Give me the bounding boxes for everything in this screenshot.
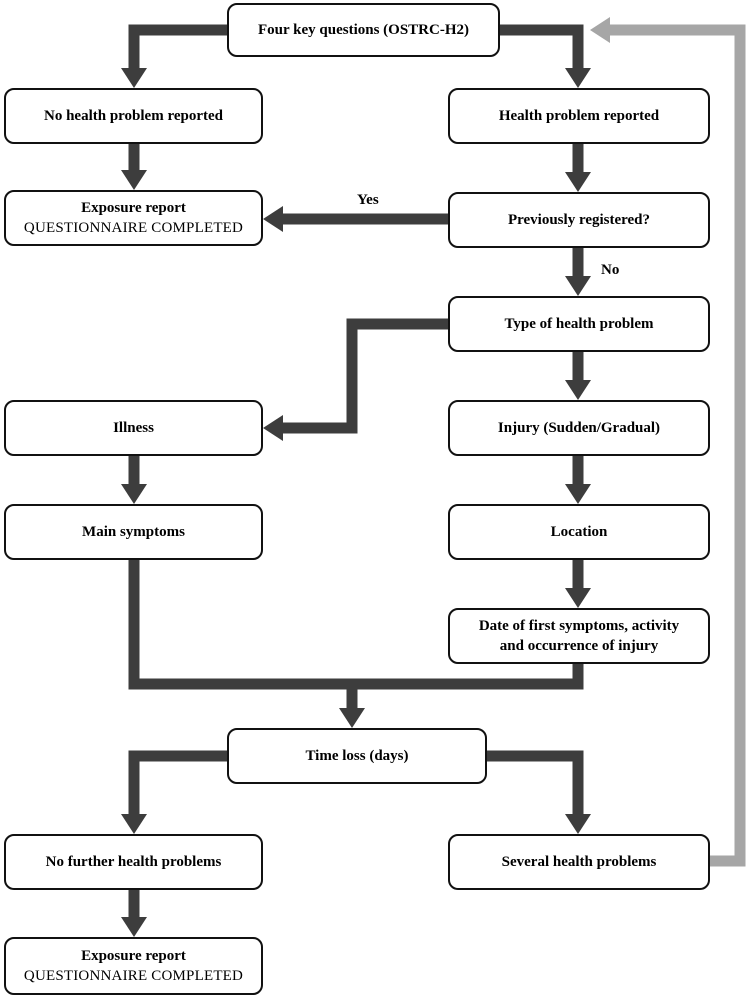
edge-start-to-problem-arrowhead (565, 68, 591, 88)
node-location-label: Location (550, 523, 608, 540)
edge-timeloss-to-no-further-arrowhead (121, 814, 147, 834)
node-exposure-report-2: Exposure report QUESTIONNAIRE COMPLETED (4, 937, 263, 995)
edge-several-to-start (608, 24, 746, 867)
edge-label-yes: Yes (357, 192, 379, 208)
edge-illness-to-symptoms-arrowhead (121, 484, 147, 504)
edge-injury-to-location-arrowhead (565, 484, 591, 504)
edge-location-to-date-arrowhead (565, 588, 591, 608)
node-four-key-questions-label: Four key questions (OSTRC-H2) (258, 21, 469, 38)
edge-registered-no-arrowhead (565, 276, 591, 296)
node-time-loss-label: Time loss (days) (305, 747, 409, 764)
edge-problem-to-registered-arrowhead (565, 172, 591, 192)
edge-registered-yes-arrowhead (263, 206, 283, 232)
node-illness: Illness (4, 400, 263, 456)
node-location: Location (448, 504, 710, 560)
exposure-report-1-title: Exposure report (81, 199, 186, 216)
edge-date-merge (352, 664, 584, 690)
node-exposure-report-1: Exposure report QUESTIONNAIRE COMPLETED (4, 190, 263, 246)
edge-start-to-no-problem-arrowhead (121, 68, 147, 88)
node-main-symptoms: Main symptoms (4, 504, 263, 560)
edge-timeloss-to-several (487, 750, 584, 816)
edge-type-to-injury-arrowhead (565, 380, 591, 400)
node-no-health-problem-label: No health problem reported (43, 107, 224, 124)
edge-timeloss-to-several-arrowhead (565, 814, 591, 834)
node-time-loss: Time loss (days) (227, 728, 487, 784)
node-date-of-first-symptoms-label: Date of first symptoms, activity and occ… (478, 617, 680, 654)
edge-timeloss-to-no-further (128, 750, 227, 816)
edge-type-to-illness (281, 318, 448, 434)
exposure-report-2-subtitle: QUESTIONNAIRE COMPLETED (23, 968, 244, 984)
edge-symptoms-merge (128, 560, 352, 690)
node-no-health-problem: No health problem reported (4, 88, 263, 144)
node-illness-label: Illness (113, 419, 154, 436)
edge-merge-to-timeloss-arrowhead (339, 708, 365, 728)
node-no-further-problems-label: No further health problems (45, 853, 222, 870)
exposure-report-2-title: Exposure report (81, 947, 186, 964)
edge-several-to-start-arrowhead (590, 17, 610, 43)
node-four-key-questions: Four key questions (OSTRC-H2) (227, 3, 500, 57)
node-previously-registered: Previously registered? (448, 192, 710, 248)
node-previously-registered-label: Previously registered? (507, 211, 651, 228)
edge-start-to-no-problem (128, 24, 227, 70)
edge-no-further-to-exposure-arrowhead (121, 917, 147, 937)
node-type-of-health-problem-label: Type of health problem (504, 315, 654, 332)
node-type-of-health-problem: Type of health problem (448, 296, 710, 352)
edge-no-problem-to-exposure-arrowhead (121, 170, 147, 190)
edge-type-to-illness-arrowhead (263, 415, 283, 441)
edge-label-no: No (601, 262, 620, 278)
node-health-problem-label: Health problem reported (498, 107, 660, 124)
node-no-further-problems: No further health problems (4, 834, 263, 890)
exposure-report-1-subtitle: QUESTIONNAIRE COMPLETED (23, 220, 244, 236)
node-injury: Injury (Sudden/Gradual) (448, 400, 710, 456)
edge-start-to-problem (500, 24, 584, 70)
node-injury-label: Injury (Sudden/Gradual) (497, 419, 661, 436)
node-several-problems: Several health problems (448, 834, 710, 890)
node-date-of-first-symptoms: Date of first symptoms, activity and occ… (448, 608, 710, 664)
node-health-problem: Health problem reported (448, 88, 710, 144)
node-several-problems-label: Several health problems (501, 853, 657, 870)
node-main-symptoms-label: Main symptoms (82, 523, 185, 540)
